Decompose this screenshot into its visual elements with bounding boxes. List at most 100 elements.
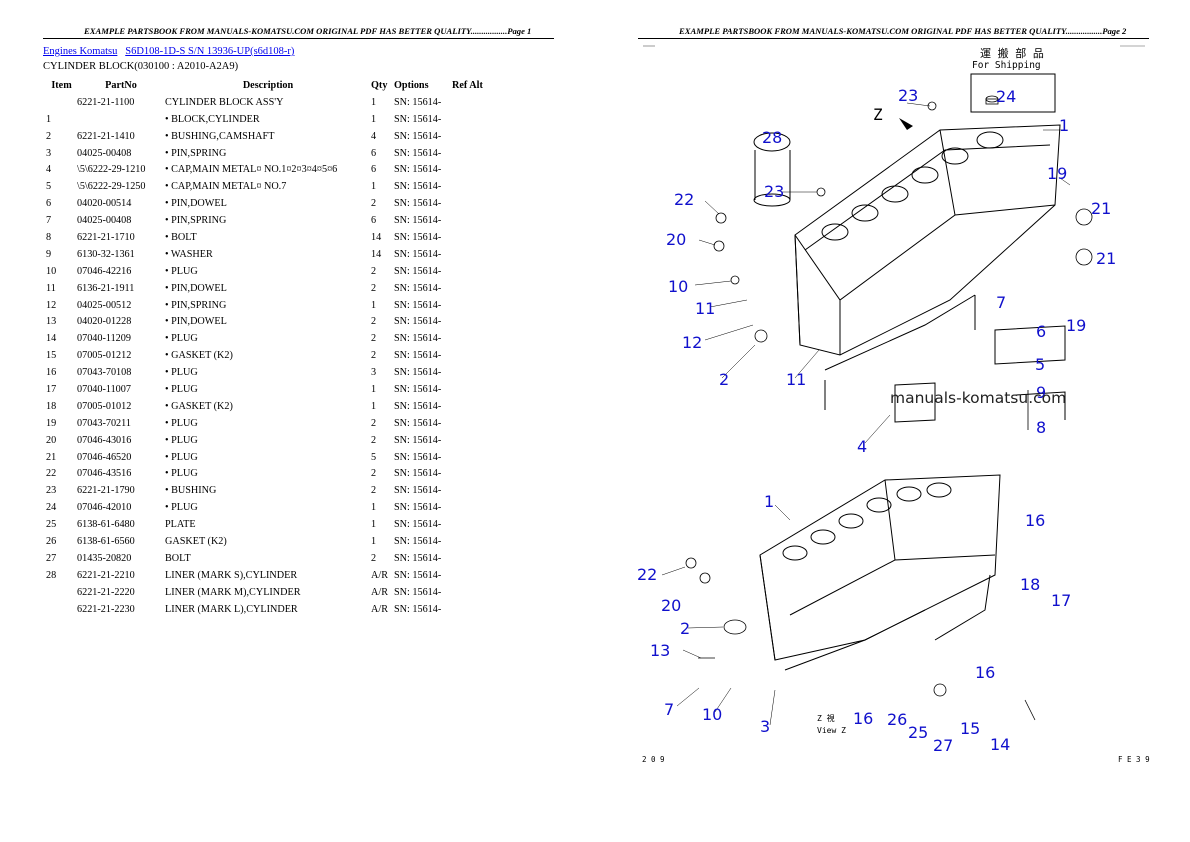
cell-partno: 6221-21-1100 — [77, 96, 135, 108]
header-rule — [638, 38, 1149, 39]
cell-qty: 1 — [371, 113, 377, 125]
cell-refalt — [452, 313, 498, 330]
cell-partno: 6221-21-2230 — [77, 603, 135, 615]
breadcrumb-link-engines[interactable]: Engines Komatsu — [43, 46, 118, 57]
cell-refalt — [452, 347, 498, 364]
view-z-marker: Z — [873, 105, 883, 124]
cell-item: 8 — [46, 231, 52, 243]
view-z-label-jp: Z 視 — [817, 714, 835, 723]
cell-qty: 1 — [371, 383, 377, 395]
cylinder-block-upper-drawing — [753, 124, 1066, 423]
cell-options: SN: 15614- — [394, 164, 442, 176]
cell-partno: 07043-70211 — [77, 417, 131, 429]
cell-refalt — [452, 212, 498, 229]
cell-description: • PIN,DOWEL — [165, 198, 227, 210]
cell-qty: 1 — [371, 96, 377, 108]
cell-description: • PLUG — [165, 451, 198, 463]
cell-options: SN: 15614- — [394, 147, 442, 159]
cell-description: • PIN,SPRING — [165, 215, 227, 227]
callout-5: 5 — [1035, 355, 1045, 374]
cell-item: 24 — [46, 502, 57, 514]
cell-refalt — [452, 381, 498, 398]
col-header-partno: PartNo — [105, 79, 137, 91]
callout-25: 25 — [908, 723, 928, 742]
col-header-options: Options — [394, 79, 429, 91]
cell-partno: 04020-01228 — [77, 316, 132, 328]
cell-description: • PLUG — [165, 367, 198, 379]
cell-qty: 2 — [371, 485, 377, 497]
cell-description: • PLUG — [165, 417, 198, 429]
cell-options: SN: 15614- — [394, 96, 442, 108]
cell-refalt — [452, 128, 498, 145]
footer-right-code: F E 3 9 — [1118, 755, 1150, 764]
cylinder-block-lower-drawing — [759, 474, 1001, 671]
cylinder-bores-lower — [782, 482, 952, 561]
callout-19a: 19 — [1047, 164, 1067, 183]
diagram-page: EXAMPLE PARTSBOOK FROM MANUALS-KOMATSU.C… — [595, 0, 1190, 842]
cell-description: GASKET (K2) — [165, 535, 227, 547]
cell-options: SN: 15614- — [394, 265, 442, 277]
cell-refalt — [452, 111, 498, 128]
cell-options: SN: 15614- — [394, 519, 442, 531]
cell-item: 7 — [46, 215, 52, 227]
cell-partno: 6221-21-1790 — [77, 485, 135, 497]
cell-partno: \5\6222-29-1250 — [77, 181, 146, 193]
cell-refalt — [452, 465, 498, 482]
cell-description: • PIN,SPRING — [165, 147, 227, 159]
cell-qty: 2 — [371, 198, 377, 210]
cell-qty: 1 — [371, 519, 377, 531]
footer-left-code: 2 0 9 — [642, 755, 665, 764]
breadcrumb-separator — [120, 46, 123, 57]
shipping-box — [970, 73, 1056, 113]
cell-partno: 6221-21-2210 — [77, 569, 135, 581]
cell-refalt — [452, 280, 498, 297]
cell-qty: 2 — [371, 316, 377, 328]
col-header-item: Item — [51, 79, 72, 91]
callout-22b: 22 — [637, 565, 657, 584]
cell-qty: 1 — [371, 400, 377, 412]
cell-item: 14 — [46, 333, 57, 345]
page-header: EXAMPLE PARTSBOOK FROM MANUALS-KOMATSU.C… — [679, 26, 1127, 36]
cell-qty: A/R — [371, 603, 388, 615]
breadcrumb-link-model[interactable]: S6D108-1D-S S/N 13936-UP(s6d108-r) — [125, 46, 295, 57]
cell-partno: 07046-46520 — [77, 451, 132, 463]
header-rule — [43, 38, 554, 39]
cell-options: SN: 15614- — [394, 485, 442, 497]
callout-12: 12 — [682, 333, 702, 352]
callout-15: 15 — [960, 719, 980, 738]
cell-item: 28 — [46, 569, 57, 581]
cell-item — [46, 94, 77, 111]
cell-refalt — [452, 584, 498, 601]
callout-3: 3 — [760, 717, 770, 736]
cell-item: 15 — [46, 350, 57, 362]
cell-partno: 01435-20820 — [77, 552, 132, 564]
cell-partno: 07046-43516 — [77, 468, 132, 480]
cell-description: • GASKET (K2) — [165, 400, 233, 412]
col-header-refalt: Ref Alt — [452, 79, 483, 91]
cell-options: SN: 15614- — [394, 316, 442, 328]
cell-description: • BUSHING,CAMSHAFT — [165, 130, 275, 142]
cell-refalt — [452, 161, 498, 178]
cell-options: SN: 15614- — [394, 400, 442, 412]
cell-options: SN: 15614- — [394, 198, 442, 210]
callout-2a: 2 — [719, 370, 729, 389]
cell-item: 5 — [46, 181, 52, 193]
cell-item: 3 — [46, 147, 52, 159]
cell-item: 1 — [46, 113, 52, 125]
cell-description: • BOLT — [165, 231, 197, 243]
cell-description: • GASKET (K2) — [165, 350, 233, 362]
cell-options: SN: 15614- — [394, 502, 442, 514]
cell-refalt — [452, 246, 498, 263]
callout-22a: 22 — [674, 190, 694, 209]
cell-options: SN: 15614- — [394, 248, 442, 260]
